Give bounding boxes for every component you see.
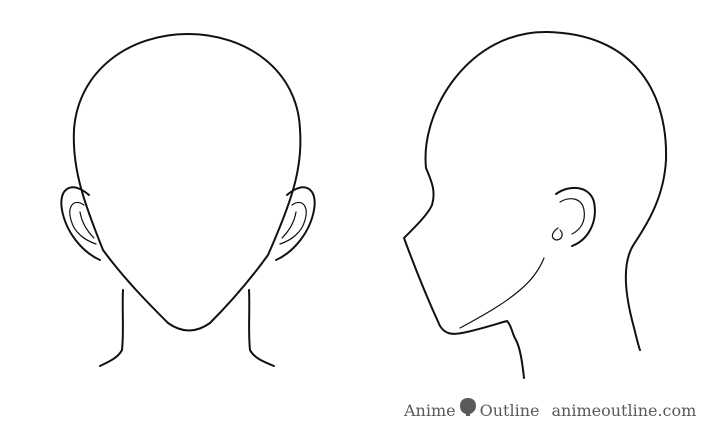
front-right-ear-inner [279, 201, 307, 245]
head-silhouette-icon [458, 397, 478, 417]
front-neck-left [99, 289, 124, 367]
side-ear-inner [559, 198, 585, 235]
watermark-brand-right: Outline [479, 400, 540, 420]
front-right-ear-fold [281, 211, 297, 239]
side-view-head [403, 30, 668, 379]
front-left-ear-fold [79, 211, 95, 239]
front-view-head [60, 33, 316, 367]
front-right-ear [275, 186, 316, 261]
front-left-ear-inner [69, 201, 97, 245]
front-neck-right [248, 289, 275, 367]
side-ear-outer [555, 186, 596, 247]
watermark: Anime Outline animeoutline.com [404, 398, 696, 422]
side-jaw-line [459, 257, 545, 329]
front-left-ear [60, 186, 101, 261]
side-ear-canal [551, 227, 563, 241]
front-face-outline [72, 33, 302, 332]
side-head-outline [424, 30, 668, 351]
side-face-profile [403, 167, 525, 379]
watermark-brand-left: Anime [404, 400, 456, 420]
watermark-site: animeoutline.com [551, 400, 697, 420]
